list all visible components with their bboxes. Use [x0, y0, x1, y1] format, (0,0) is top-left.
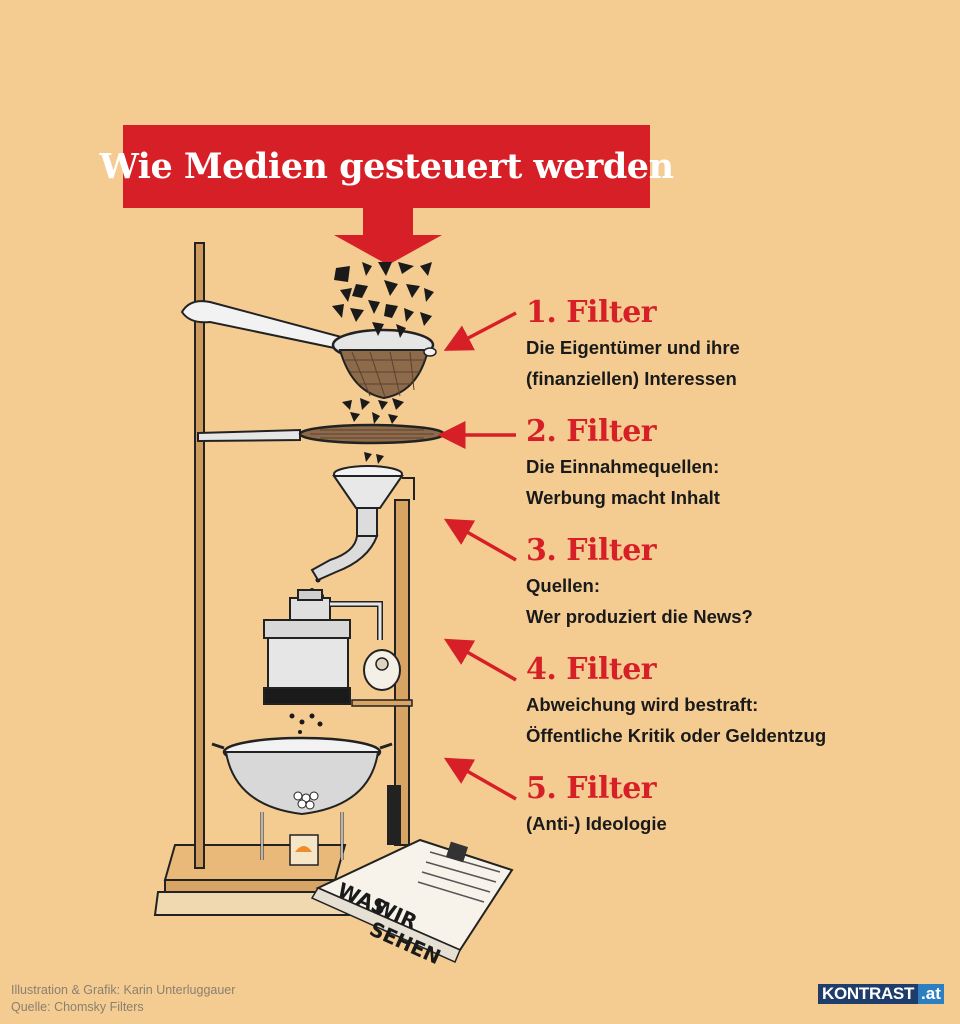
- filter-heading: 5. Filter: [526, 771, 657, 806]
- arrow-filter-1-icon: [443, 311, 517, 351]
- logo-domain-text: .at: [918, 984, 944, 1004]
- credits: Illustration & Grafik: Karin Unterluggau…: [11, 982, 235, 1016]
- logo-main-text: KONTRAST: [818, 984, 919, 1004]
- stand-base: [153, 844, 352, 916]
- colander: [211, 736, 393, 866]
- filter-description: Öffentliche Kritik oder Geldentzug: [526, 725, 827, 746]
- filter-4: 4. Filter Abweichung wird bestraft: Öffe…: [526, 651, 826, 751]
- arrow-filter-4-icon: [443, 638, 517, 682]
- kontrast-logo: KONTRAST .at: [818, 984, 944, 1004]
- filter-2: 2. Filter Die Einnahmequellen: Werbung m…: [526, 413, 720, 513]
- filter-description: Werbung macht Inhalt: [526, 487, 720, 508]
- filter-description: Quellen:: [526, 575, 601, 596]
- title-banner: Wie Medien gesteuert werden: [99, 125, 674, 208]
- filter-heading: 4. Filter: [526, 652, 657, 687]
- filter-description: Wer produziert die News?: [526, 606, 753, 627]
- arrow-filter-3-icon: [443, 518, 517, 562]
- flat-mesh-sieve: [197, 423, 446, 445]
- filter-jar: [263, 589, 413, 707]
- falling-pieces: [310, 262, 434, 598]
- arrow-filter-5-icon: [443, 757, 517, 801]
- strainer-sieve: [180, 300, 437, 400]
- filter-heading: 3. Filter: [526, 533, 657, 568]
- credit-source: Quelle: Chomsky Filters: [11, 1000, 144, 1014]
- droplets: [289, 713, 323, 734]
- page-title: Wie Medien gesteuert werden: [99, 146, 674, 187]
- filter-description: (finanziellen) Interessen: [526, 368, 737, 389]
- down-arrow-icon: [334, 208, 442, 265]
- filter-3: 3. Filter Quellen: Wer produziert die Ne…: [526, 532, 753, 632]
- funnel: [310, 465, 415, 582]
- credit-illustration: Illustration & Grafik: Karin Unterluggau…: [11, 983, 236, 997]
- stand-rod: [194, 242, 205, 869]
- filter-5: 5. Filter (Anti-) Ideologie: [526, 770, 667, 839]
- filter-1: 1. Filter Die Eigentümer und ihre (finan…: [526, 294, 740, 394]
- filter-description: Die Einnahmequellen:: [526, 456, 720, 477]
- filter-description: Die Eigentümer und ihre: [526, 337, 740, 358]
- filter-heading: 1. Filter: [526, 295, 657, 330]
- filter-description: Abweichung wird bestraft:: [526, 694, 759, 715]
- filter-description: (Anti-) Ideologie: [526, 813, 667, 834]
- newspaper-icon: WAS WIR SEHEN: [310, 838, 514, 969]
- filter-heading: 2. Filter: [526, 414, 657, 449]
